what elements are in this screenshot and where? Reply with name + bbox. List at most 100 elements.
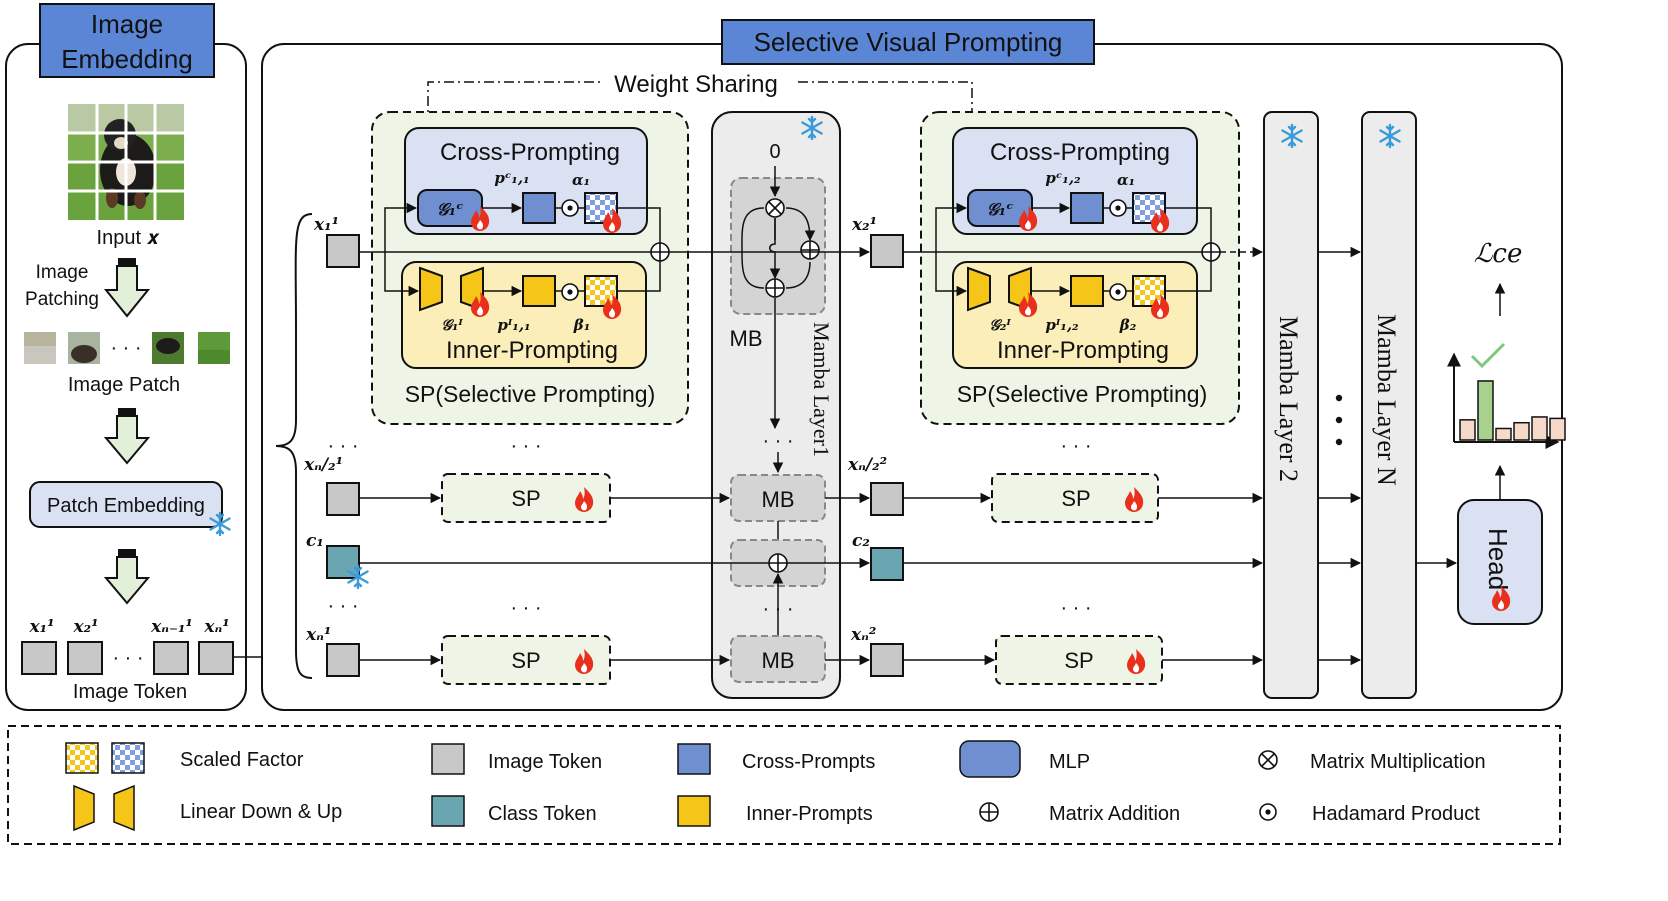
head-label: Head xyxy=(1483,528,1513,590)
weight-sharing-label: Weight Sharing xyxy=(614,71,778,98)
token-rows: 𝒙₁¹ 𝒙₂¹ · · · · · · · · · 𝒙ₙ/₂¹ SP 𝒙ₙ/₂² xyxy=(303,215,1264,685)
legend-cross-prompts xyxy=(677,743,711,775)
legend-inner-prompts-label: Inner-Prompts xyxy=(746,803,873,825)
legend-cross-prompts-label: Cross-Prompts xyxy=(742,751,875,773)
mamba-layer1-label: Mamba Layer1 xyxy=(809,322,834,457)
check-icon xyxy=(1470,342,1506,369)
row-dots-sp2-top: · · · xyxy=(1060,435,1091,457)
row-label-xn2-1: 𝒙ₙ/₂¹ xyxy=(303,455,343,475)
beta-label-2: 𝜷₂ xyxy=(1119,316,1137,334)
legend-class-token-label: Class Token xyxy=(488,803,597,825)
p-c-label-1: 𝒑ᶜ₁,₁ xyxy=(494,169,529,187)
beta-scaled-factor-1 xyxy=(584,275,618,307)
sp-caption-2: SP(Selective Prompting) xyxy=(957,381,1208,407)
image-patches xyxy=(24,332,230,364)
mb-block-n xyxy=(730,635,826,683)
class-token-c1 xyxy=(326,545,360,579)
matrix-multiplication-icon xyxy=(765,198,785,218)
prediction-bar-1 xyxy=(1459,419,1476,441)
legend-linear-down xyxy=(73,784,95,832)
row-label-xn-1: 𝒙ₙ¹ xyxy=(305,625,331,645)
image-embedding-title-line1: Image xyxy=(91,9,163,39)
token-label-xn: 𝒙ₙ¹ xyxy=(203,617,229,637)
input-label: Input 𝒙 xyxy=(97,227,160,249)
sp-label: SP xyxy=(511,648,540,673)
row-dots-sp1-bottom: · · · xyxy=(510,597,541,619)
cross-prompting-label-1: Cross-Prompting xyxy=(440,139,620,166)
linear-down-2 xyxy=(967,266,991,312)
token-brace xyxy=(275,213,313,679)
alpha-scaled-factor-2 xyxy=(1132,192,1166,224)
mamba-layerN-label: Mamba Layer N xyxy=(1372,314,1401,486)
g-i-label-1: 𝒢₁ᴵ xyxy=(441,316,463,334)
legend-matrix-multiplication-label: Matrix Multiplication xyxy=(1310,751,1486,773)
mb-label-n2: MB xyxy=(762,487,795,512)
token-label-x1: 𝒙₁¹ xyxy=(28,617,54,637)
alpha-label-1: 𝜶₁ xyxy=(572,171,590,189)
legend-hadamard-icon xyxy=(1259,803,1277,821)
p-i-label-1: 𝒑ᴵ₁,₁ xyxy=(497,316,530,334)
image-token-xn xyxy=(198,641,234,675)
image-embedding-panel: Image Embedding Input 𝒙 Image Patching xyxy=(5,3,247,711)
legend-image-token xyxy=(431,743,465,775)
head-box xyxy=(1457,499,1543,625)
sp1-addition-icon xyxy=(650,242,670,262)
patch-dots: · · · xyxy=(110,337,141,359)
token-label-x2: 𝒙₂¹ xyxy=(72,617,98,637)
inner-prompting-label-1: Inner-Prompting xyxy=(446,337,618,364)
mamba-layer-2: Mamba Layer 2 xyxy=(1263,111,1319,699)
image-token-x2 xyxy=(67,641,103,675)
token-label-xn-1: 𝒙ₙ₋₁¹ xyxy=(150,617,193,637)
inner-prompting-label-2: Inner-Prompting xyxy=(997,337,1169,364)
layer-vertical-dots xyxy=(1335,394,1343,446)
image-token-xn-1 xyxy=(153,641,189,675)
token-xn-2 xyxy=(870,643,904,677)
sp-label: SP xyxy=(511,486,540,511)
token-x12 xyxy=(870,234,904,268)
prediction-bar-5 xyxy=(1531,416,1548,441)
input-dog-image xyxy=(68,104,184,220)
class-token-c2 xyxy=(870,547,904,581)
sp-block-1: Cross-Prompting Inner-Prompting SP(Selec… xyxy=(371,111,689,425)
inner-prompt-1 xyxy=(522,275,556,307)
g-c-label-1: 𝒢₁ᶜ xyxy=(437,200,464,220)
loss-label: ℒ𝑐𝑒 xyxy=(1474,239,1523,268)
row-dots-sp1-top: · · · xyxy=(510,435,541,457)
sp-box-row-n-2 xyxy=(995,635,1163,685)
g-i-label-2: 𝒢₂ᴵ xyxy=(989,316,1011,334)
image-token-x1 xyxy=(21,641,57,675)
mb-label-1: MB xyxy=(730,326,763,351)
token-xn2-1 xyxy=(326,482,360,516)
prediction-bar-4 xyxy=(1513,421,1530,441)
legend-linear-label: Linear Down & Up xyxy=(180,801,342,823)
cross-prompt-2 xyxy=(1070,192,1104,224)
patch-embedding-box xyxy=(29,481,223,528)
mamba-dots-top: · · · xyxy=(762,430,793,452)
prediction-bar-3 xyxy=(1495,427,1512,441)
sp-box-row-n2-2 xyxy=(991,473,1159,523)
beta-scaled-factor-2 xyxy=(1132,275,1166,307)
cross-prompting-label-2: Cross-Prompting xyxy=(990,139,1170,166)
svp-title: Selective Visual Prompting xyxy=(754,27,1063,57)
p-i-label-2: 𝒑ᴵ₁,₂ xyxy=(1045,316,1079,334)
patching-arrow-icon xyxy=(103,258,151,318)
row-label-c1: 𝒄₁ xyxy=(306,531,324,551)
image-embedding-title-box xyxy=(39,3,215,78)
legend-scaled-factor-label: Scaled Factor xyxy=(180,749,304,771)
legend-inner-prompts xyxy=(677,795,711,827)
image-patching-label-line2: Patching xyxy=(25,289,99,310)
hadamard-icon xyxy=(1109,199,1127,217)
row-dots-sp2-bottom: · · · xyxy=(1060,597,1091,619)
hadamard-icon xyxy=(561,199,579,217)
sp-caption-1: SP(Selective Prompting) xyxy=(405,381,656,407)
sp-block-2: Cross-Prompting Inner-Prompting SP(Selec… xyxy=(920,111,1240,425)
matrix-addition-icon xyxy=(765,278,785,298)
token-x11 xyxy=(326,234,360,268)
image-embedding-title-line2: Embedding xyxy=(61,44,193,74)
alpha-scaled-factor-1 xyxy=(584,192,618,224)
legend-mlp-label: MLP xyxy=(1049,751,1090,773)
token-dots: · · · xyxy=(112,647,143,669)
mb-label-n: MB xyxy=(762,648,795,673)
alpha-label-2: 𝜶₁ xyxy=(1117,171,1135,189)
legend-scaled-factor-yellow xyxy=(65,742,99,774)
